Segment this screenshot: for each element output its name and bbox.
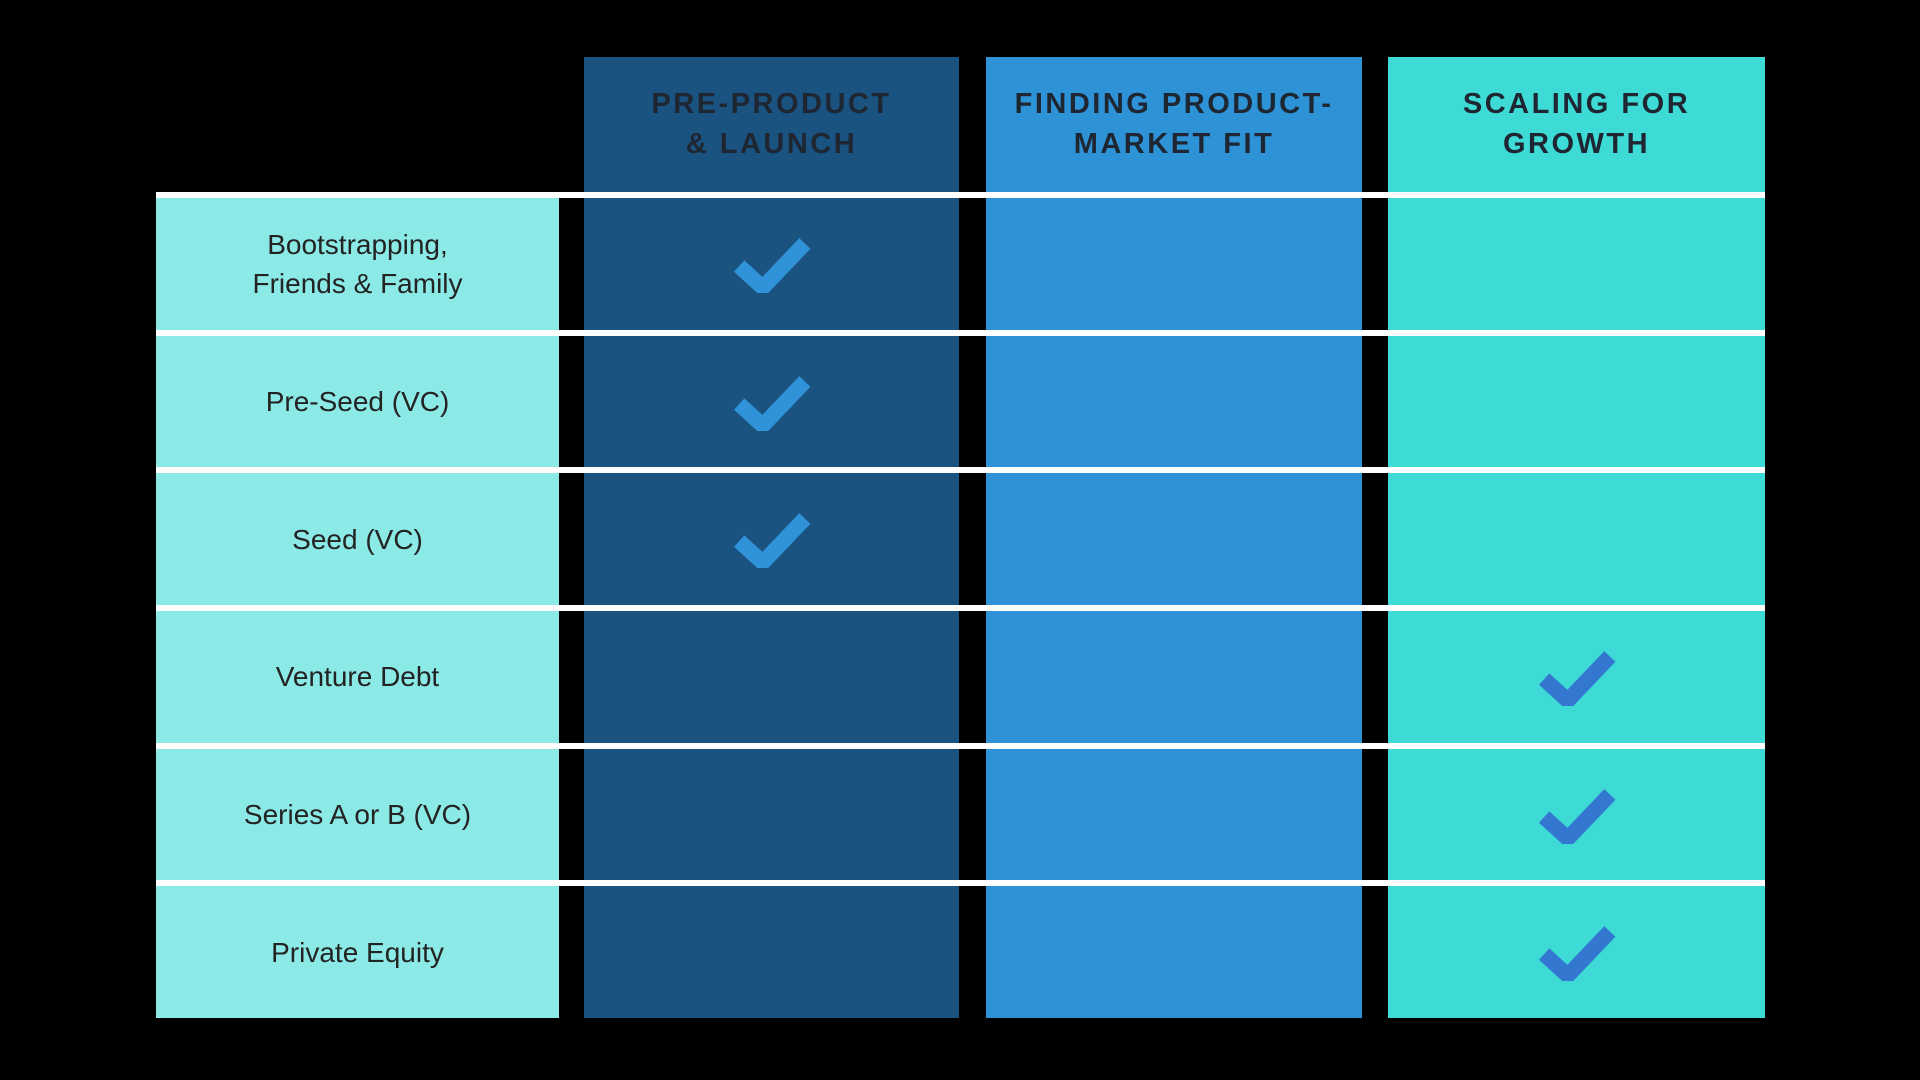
- column-gap: [1362, 473, 1388, 605]
- row-label-bootstrapping-friends-family: Bootstrapping, Friends & Family: [156, 198, 559, 330]
- table-row: Seed (VC): [156, 473, 1765, 606]
- row-label-private-equity: Private Equity: [156, 886, 559, 1019]
- check-icon: [733, 513, 810, 569]
- row-divider: [156, 880, 1765, 887]
- row-label-pre-seed-vc: Pre-Seed (VC): [156, 335, 559, 468]
- check-icon: [733, 375, 810, 431]
- cell-scaling: [1388, 886, 1765, 1019]
- check-icon: [733, 237, 810, 293]
- column-gap: [1362, 611, 1388, 743]
- table-row: Venture Debt: [156, 611, 1765, 743]
- column-gap: [959, 473, 986, 605]
- cell-market-fit: [986, 886, 1362, 1019]
- cell-pre-product: [584, 473, 959, 606]
- column-gap: [559, 198, 584, 330]
- column-gap: [559, 473, 584, 605]
- row-divider: [156, 742, 1765, 749]
- cell-market-fit: [986, 473, 1362, 606]
- column-header-pre-product-launch: PRE-PRODUCT & LAUNCH: [584, 57, 959, 192]
- cell-pre-product: [584, 611, 959, 743]
- row-label-seed-vc: Seed (VC): [156, 473, 559, 606]
- column-gap: [959, 886, 986, 1018]
- header-row: PRE-PRODUCT & LAUNCH FINDING PRODUCT- MA…: [156, 57, 1765, 192]
- cell-pre-product: [584, 198, 959, 330]
- column-header-finding-product-market-fit: FINDING PRODUCT- MARKET FIT: [986, 57, 1362, 192]
- column-gap: [559, 57, 584, 192]
- check-icon: [1538, 651, 1615, 706]
- row-divider: [156, 467, 1765, 474]
- cell-pre-product: [584, 748, 959, 881]
- cell-market-fit: [986, 198, 1362, 330]
- column-gap: [559, 336, 584, 468]
- column-gap: [1362, 57, 1388, 192]
- table-row: Series A or B (VC): [156, 748, 1765, 881]
- column-gap: [1362, 749, 1388, 881]
- column-header-scaling-for-growth: SCALING FOR GROWTH: [1388, 57, 1765, 192]
- cell-market-fit: [986, 611, 1362, 743]
- cell-pre-product: [584, 886, 959, 1019]
- row-divider: [156, 605, 1765, 612]
- column-gap: [959, 336, 986, 468]
- cell-scaling: [1388, 748, 1765, 881]
- cell-scaling: [1388, 198, 1765, 330]
- column-gap: [959, 198, 986, 330]
- cell-market-fit: [986, 748, 1362, 881]
- row-label-series-a-or-b-vc: Series A or B (VC): [156, 748, 559, 881]
- row-divider: [156, 192, 1765, 198]
- column-gap: [959, 57, 986, 192]
- cell-scaling: [1388, 335, 1765, 468]
- check-icon: [1538, 926, 1615, 982]
- column-gap: [959, 611, 986, 743]
- column-gap: [1362, 336, 1388, 468]
- table-row: Pre-Seed (VC): [156, 335, 1765, 468]
- column-gap: [559, 749, 584, 881]
- cell-market-fit: [986, 335, 1362, 468]
- cell-scaling: [1388, 611, 1765, 743]
- table-row: Bootstrapping, Friends & Family: [156, 198, 1765, 330]
- cell-scaling: [1388, 473, 1765, 606]
- column-gap: [559, 886, 584, 1018]
- row-divider: [156, 329, 1765, 336]
- check-icon: [1538, 788, 1615, 844]
- funding-stage-table: PRE-PRODUCT & LAUNCH FINDING PRODUCT- MA…: [156, 57, 1765, 1019]
- cell-pre-product: [584, 335, 959, 468]
- header-label-spacer: [156, 57, 559, 192]
- column-gap: [1362, 198, 1388, 330]
- row-label-venture-debt: Venture Debt: [156, 611, 559, 743]
- column-gap: [959, 749, 986, 881]
- column-gap: [1362, 886, 1388, 1018]
- table-row: Private Equity: [156, 886, 1765, 1019]
- column-gap: [559, 611, 584, 743]
